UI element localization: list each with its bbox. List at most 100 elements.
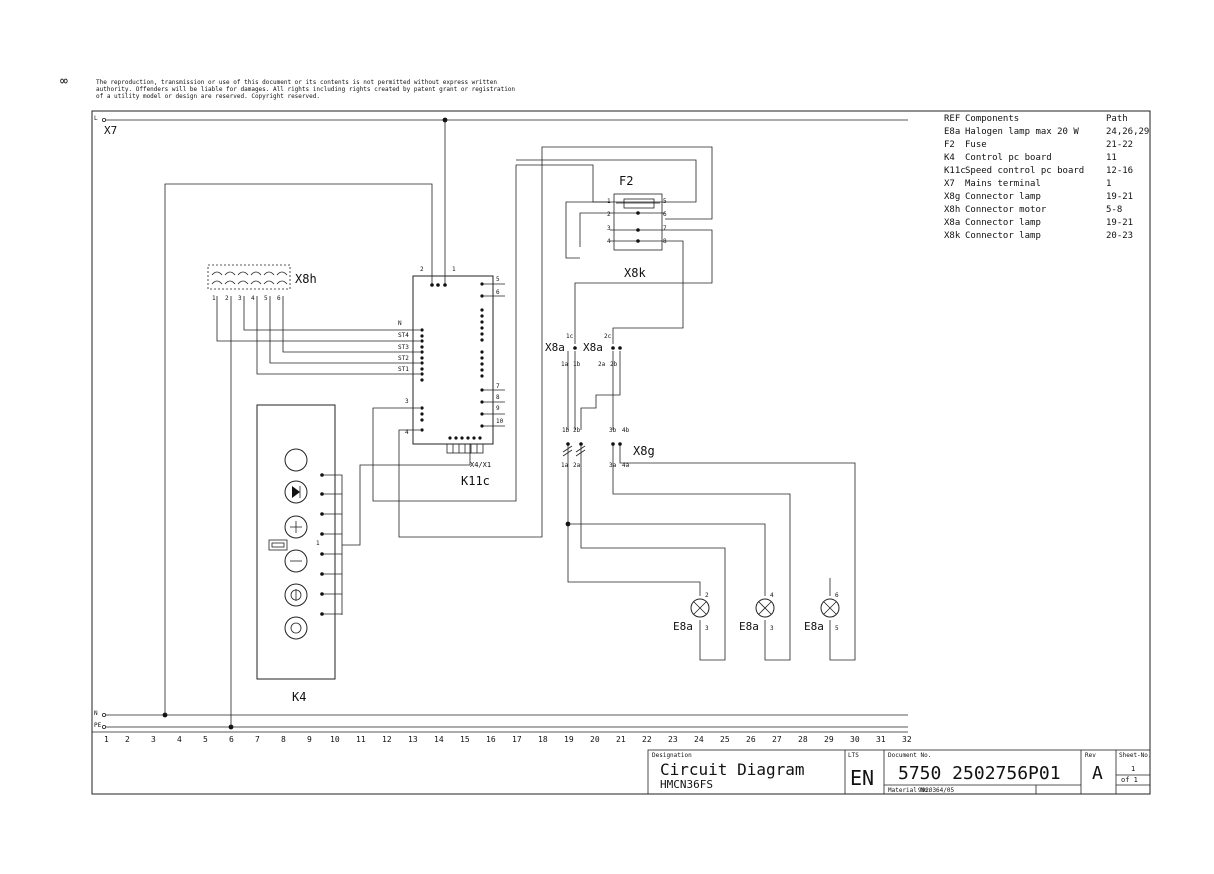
x8a-left-label: X8a xyxy=(545,341,565,354)
k4-display xyxy=(268,539,288,551)
ruler-num: 30 xyxy=(850,735,860,744)
ruler-num: 26 xyxy=(746,735,756,744)
sheet-label: Sheet-No. xyxy=(1119,752,1152,759)
legend-path: 24,26,29 xyxy=(1106,127,1149,137)
pin-label: 7 xyxy=(663,225,667,232)
svg-text:PE: PE xyxy=(94,722,102,729)
ruler-numbers: 1 2 3 4 5 6 7 8 9 10 11 12 13 14 15 16 1… xyxy=(104,735,912,744)
rev-value: A xyxy=(1092,763,1103,784)
ruler-num: 19 xyxy=(564,735,574,744)
x7-label: X7 xyxy=(104,124,117,137)
components-legend: REF Components Path E8a Halogen lamp max… xyxy=(944,114,1149,241)
ruler-num: 5 xyxy=(203,735,208,744)
pin-label: 1 xyxy=(607,198,611,205)
ruler-num: 20 xyxy=(590,735,600,744)
pin-label: 2 xyxy=(705,592,709,599)
legend-header-component: Components xyxy=(965,114,1019,124)
pin-label: 8 xyxy=(496,394,500,401)
language-value: EN xyxy=(850,766,874,790)
rail-l: L xyxy=(94,115,908,123)
ruler-num: 9 xyxy=(307,735,312,744)
ruler-num: 15 xyxy=(460,735,470,744)
legend-component: Speed control pc board xyxy=(965,166,1084,176)
legend-ref: F2 xyxy=(944,140,955,150)
pin-label: 3b xyxy=(609,427,617,434)
pin-label: 3a xyxy=(609,462,617,469)
pin-label: 5 xyxy=(264,295,268,302)
legend-path: 12-16 xyxy=(1106,166,1133,176)
docno-value: 5750 2502756P01 xyxy=(898,763,1061,784)
lamp-label: E8a xyxy=(673,620,693,633)
ruler-num: 22 xyxy=(642,735,652,744)
ruler-num: 32 xyxy=(902,735,912,744)
legend-ref: X8k xyxy=(944,231,961,241)
k4-button-fan xyxy=(284,616,308,640)
pin-label: 2 xyxy=(607,211,611,218)
copyright-line-1: The reproduction, transmission or use of… xyxy=(96,79,497,86)
legend-ref: X7 xyxy=(944,179,955,189)
ruler-num: 8 xyxy=(281,735,286,744)
legend-ref: X8a xyxy=(944,218,960,228)
pin-label: 9 xyxy=(496,405,500,412)
ruler-num: 2 xyxy=(125,735,130,744)
pin-label: 5 xyxy=(835,625,839,632)
legend-path: 1 xyxy=(1106,179,1111,189)
pin-label: 2c xyxy=(604,333,612,340)
f2-label: F2 xyxy=(619,174,633,188)
legend-component: Fuse xyxy=(965,140,987,150)
pin-label: 1b xyxy=(562,427,570,434)
pin-label: 7 xyxy=(496,383,500,390)
pin-label: 2 xyxy=(420,266,424,273)
svg-text:N: N xyxy=(94,710,98,717)
pin-label: 2b xyxy=(610,361,618,368)
rev-label: Rev xyxy=(1085,752,1096,759)
legend-ref: E8a xyxy=(944,127,960,137)
pin-label: 1a xyxy=(561,361,569,368)
legend-path: 21-22 xyxy=(1106,140,1133,150)
legend-ref: K4 xyxy=(944,153,955,163)
ruler-num: 13 xyxy=(408,735,418,744)
k4-button-power xyxy=(284,583,308,607)
pin-label: 3 xyxy=(238,295,242,302)
ruler-num: 25 xyxy=(720,735,730,744)
ruler-num: 24 xyxy=(694,735,704,744)
copyright-mark: ∞ xyxy=(60,74,68,89)
pin-label: 2a xyxy=(598,361,606,368)
pin-label: 5 xyxy=(663,198,667,205)
pin-label: 1a xyxy=(561,462,569,469)
legend-path: 20-23 xyxy=(1106,231,1133,241)
pin-label: 3 xyxy=(607,225,611,232)
x8h-connector: X8h 1 2 3 4 5 6 xyxy=(207,264,317,302)
ruler-num: 21 xyxy=(616,735,626,744)
k11c-label: K11c xyxy=(461,474,490,488)
rail-pe: PE xyxy=(94,722,908,730)
x4x1-label: X4/X1 xyxy=(470,461,491,469)
pin-label: 4 xyxy=(770,592,774,599)
x8g-connector: 1b 2b 3b 4b 1a 2a 3a 4a X8g xyxy=(561,427,655,469)
designation-value: Circuit Diagram xyxy=(660,760,805,779)
lamp-icon xyxy=(820,598,840,618)
pin-label: 2a xyxy=(573,462,581,469)
pin-label: 1 xyxy=(316,540,320,547)
copyright-line-2: authority. Offenders will be liable for … xyxy=(96,86,515,93)
pin-label: 3 xyxy=(405,398,409,405)
k4-label: K4 xyxy=(292,690,306,704)
legend-component: Connector lamp xyxy=(965,218,1041,228)
x8a-right-label: X8a xyxy=(583,341,603,354)
legend-ref: K11c xyxy=(944,166,966,176)
pin-label: 4b xyxy=(622,427,630,434)
legend-path: 11 xyxy=(1106,153,1117,163)
title-block: Designation Circuit Diagram HMCN36FS LTS… xyxy=(647,749,1152,795)
copyright-line-3: of a utility model or design are reserve… xyxy=(96,93,320,100)
legend-header-ref: REF xyxy=(944,114,960,124)
ruler-num: 27 xyxy=(772,735,782,744)
ruler-num: 31 xyxy=(876,735,886,744)
pin-label: 6 xyxy=(835,592,839,599)
legend-component: Connector lamp xyxy=(965,231,1041,241)
ruler-num: 17 xyxy=(512,735,522,744)
lamp-label: E8a xyxy=(739,620,759,633)
pin-label: 6 xyxy=(663,211,667,218)
ruler-num: 3 xyxy=(151,735,156,744)
drawing-frame xyxy=(91,110,1151,795)
lamp-e8a-2: E8a 4 3 xyxy=(739,592,775,633)
